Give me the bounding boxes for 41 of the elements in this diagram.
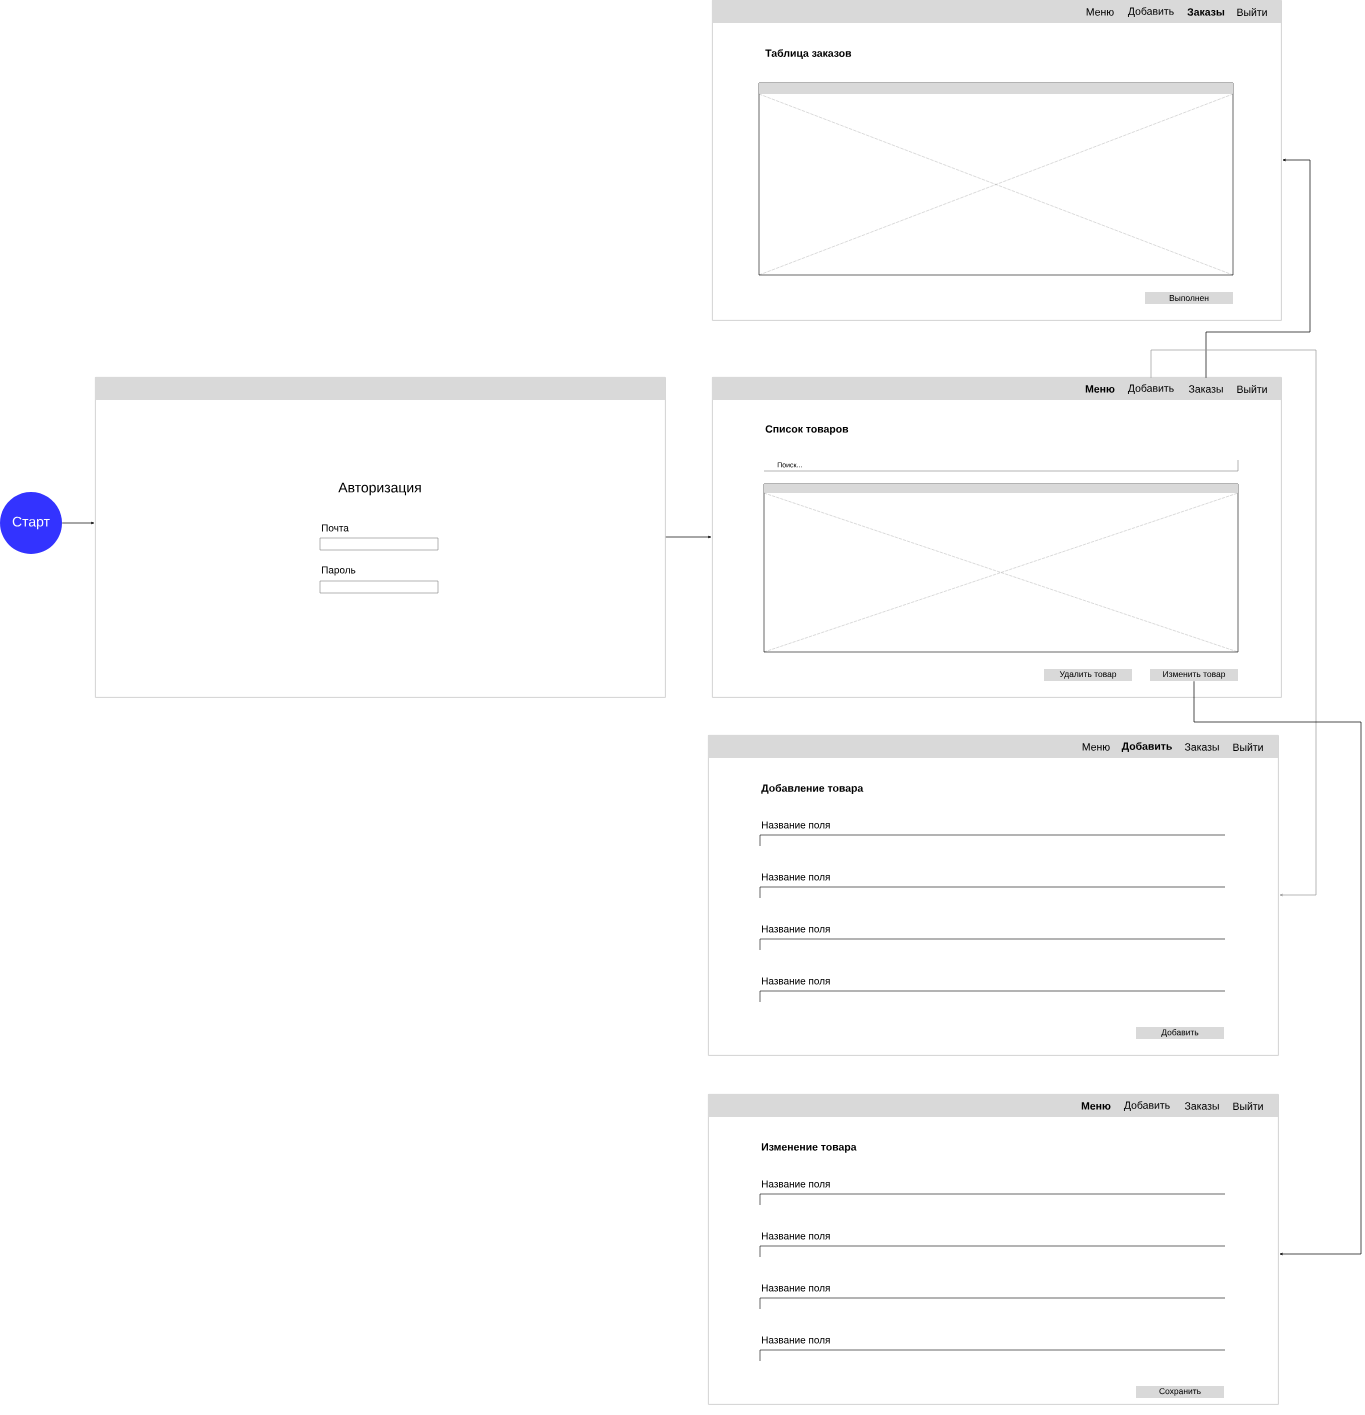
nav-link: Выйти: [1237, 8, 1267, 16]
field-label: Название поля: [762, 925, 830, 933]
nav-link: Меню: [1082, 743, 1110, 751]
nav-link: Выйти: [1233, 743, 1263, 751]
arrow: [1205, 158, 1311, 379]
field-label: Название поля: [762, 1284, 830, 1292]
nav-link: Меню: [1086, 8, 1114, 16]
nav-link: Добавить: [1123, 1101, 1170, 1111]
heading: Список товаров: [765, 425, 849, 435]
nav-link: Меню: [1081, 1102, 1111, 1110]
button: Сохранить: [1136, 1386, 1224, 1398]
nav-link: Добавить: [1127, 384, 1174, 394]
arrow: [1193, 680, 1362, 1256]
nav-link: Выйти: [1233, 1102, 1263, 1110]
field-label: Название поля: [762, 873, 830, 881]
field-label: Почта: [322, 524, 349, 532]
nav-link: Добавить: [1121, 742, 1172, 752]
button: Выполнен: [1145, 292, 1233, 304]
field-label: Название поля: [762, 1232, 830, 1240]
field-label: Название поля: [762, 1180, 830, 1188]
nav-link: Заказы: [1184, 1102, 1219, 1110]
button: Удалить товар: [1044, 669, 1132, 681]
heading: Таблица заказов: [765, 49, 852, 59]
nav-link: Заказы: [1184, 743, 1219, 751]
button: Добавить: [1136, 1027, 1224, 1039]
nav-link: Заказы: [1188, 385, 1223, 393]
heading: Авторизация: [338, 482, 421, 496]
heading: Изменение товара: [761, 1143, 857, 1153]
nav-link: Заказы: [1187, 8, 1225, 16]
field-label: Название поля: [762, 821, 830, 829]
nav-link: Добавить: [1127, 7, 1174, 17]
button: Изменить товар: [1150, 669, 1238, 681]
nav-link: Выйти: [1237, 385, 1267, 393]
field-label: Название поля: [762, 977, 830, 985]
arrow: [61, 521, 95, 525]
arrow: [665, 535, 712, 539]
heading: Добавление товара: [761, 784, 864, 794]
field-label: Название поля: [762, 1336, 830, 1344]
nav-link: Меню: [1085, 385, 1115, 393]
field-label: Пароль: [322, 566, 356, 576]
arrow: [1150, 349, 1317, 897]
